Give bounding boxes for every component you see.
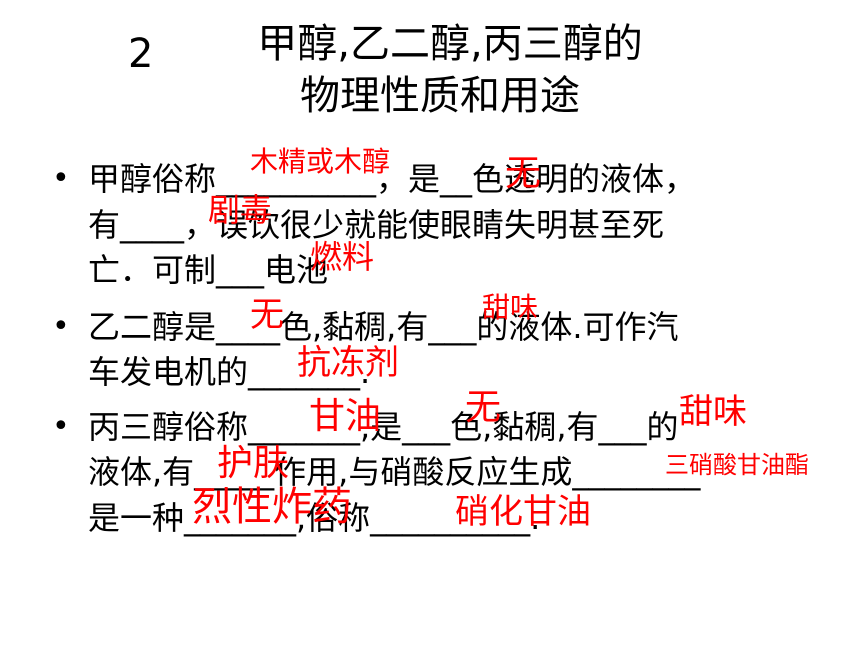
paragraph-3-line-1: 丙三醇俗称_______,是___色,黏稠,有___的 [88,408,679,446]
bullet-marker: • [52,409,70,444]
answer-colorless-3: 无 [465,387,502,428]
slide-number: 2 [128,31,154,77]
answer-sweet-2: 甜味 [679,392,747,432]
answer-nitroglycerin: 硝化甘油 [455,492,591,532]
answer-colorless-2: 无 [250,295,284,335]
answer-wood-spirit: 木精或木醇 [250,145,391,178]
paragraph-3-line-2: 液体,有_____作用,与硝酸反应生成________ [88,453,701,491]
answer-fuel: 燃料 [310,238,375,276]
paragraph-1-line-2: 有____，误饮很少就能使眼睛失明甚至死 [88,206,665,244]
slide-title: 甲醇,乙二醇,丙三醇的 物理性质和用途 [0,18,860,122]
answer-nitroglycerin-ester: 三硝酸甘油酯 [665,451,809,479]
paragraph-3-line-3: 是一种_______,俗称__________. [88,499,541,537]
title-line-2: 物理性质和用途 [300,73,580,119]
answer-antifreeze: 抗冻剂 [297,343,399,383]
paragraph-2-line-1: 乙二醇是____色,黏稠,有___的液体.可作汽 [88,308,679,346]
answer-toxic: 剧毒 [208,191,273,229]
bullet-marker: • [52,309,70,344]
bullet-marker: • [52,161,70,196]
title-line-1: 甲醇,乙二醇,丙三醇的 [257,21,643,67]
answer-sweet-1: 甜味 [482,291,539,324]
answer-colorless-1: 无 [505,153,542,194]
answer-skin-care: 护肤 [217,443,290,484]
answer-explosive: 烈性炸药 [192,484,352,530]
paragraph-2-line-2: 车发电机的_______. [88,353,371,391]
paragraph-1-line-1: 甲醇俗称__________，是__色透明的液体， [88,160,697,198]
answer-glycerol: 甘油 [309,396,382,437]
paragraph-1-line-3: 亡．可制___电池 [88,251,329,289]
